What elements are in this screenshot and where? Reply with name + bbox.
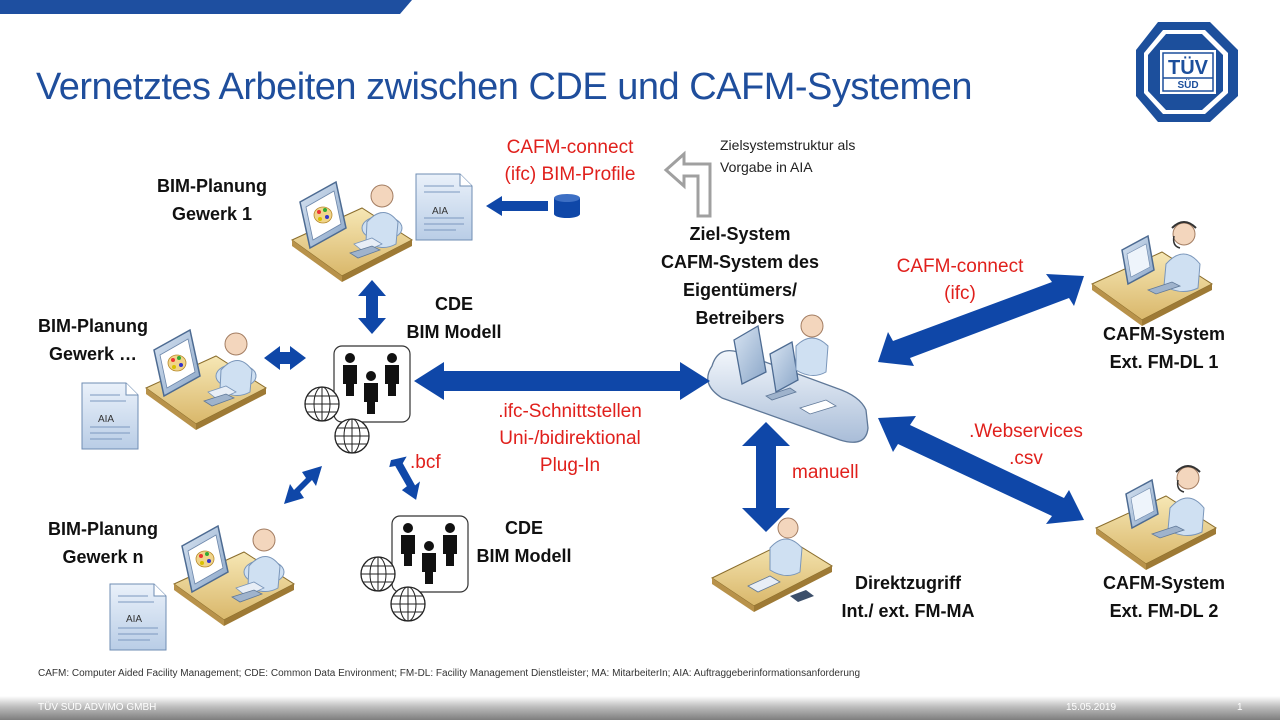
cafm-bim-line1: CAFM-connect [506,137,634,158]
label-cafm-connect-ifc: CAFM-connect (ifc) [880,253,1040,307]
label-zielsystem-note: Zielsystemstruktur als Vorgabe in AIA [720,134,855,178]
cafm-bim-line2: (ifc) BIM-Profile [504,164,636,185]
webservices-line1: .Webservices [969,421,1083,442]
arrow-to-document [486,196,548,216]
operator-fm-dl-1 [1091,221,1213,327]
bim1-line1: BIM-Planung [157,176,267,196]
label-ifc-interfaces: .ifc-Schnittstellen Uni-/bidirektional P… [480,398,660,479]
label-cafm-fm-dl-1: CAFM-System Ext. FM-DL 1 [1084,320,1244,376]
aia-label-1: AIA [432,206,448,217]
webservices-line2: .csv [1009,448,1043,469]
label-webservices: .Webservices .csv [956,418,1096,472]
arrow-bim2-cde [264,346,306,370]
arrow-bim1-cde [358,280,386,334]
globe-icon-4 [390,586,426,622]
cafm-ifc-line1: CAFM-connect [896,256,1024,277]
bimn-line2: Gewerk n [62,547,144,567]
bim1-line2: Gewerk 1 [171,204,253,224]
cde-icon-2 [391,515,469,593]
cafm-ifc-line2: (ifc) [944,283,976,304]
direktzugriff-desk [710,517,834,612]
workstation-gewerk-n [173,525,295,627]
ziel-line4: Betreibers [695,308,785,328]
arrow-webservices [878,416,1084,524]
cde1-line2: BIM Modell [406,322,502,342]
label-ziel-system: Ziel-System CAFM-System des Eigentümers/… [640,220,840,332]
tuv-logo: TÜV SÜD [1136,22,1238,122]
logo-line1: TÜV [1168,56,1209,79]
label-cafm-fm-dl-2: CAFM-System Ext. FM-DL 2 [1084,569,1244,625]
label-direktzugriff: Direktzugriff Int./ ext. FM-MA [828,569,988,625]
globe-icon-3 [360,556,396,592]
footer-date: 15.05.2019 [1066,702,1117,713]
footer-bar: TÜV SÜD ADVIMO GMBH 15.05.2019 1 [0,696,1280,720]
fm2-line2: Ext. FM-DL 2 [1109,601,1219,621]
zielsystem-line2: Vorgabe in AIA [720,159,813,175]
label-bim-gewerk-1: BIM-Planung Gewerk 1 [142,172,282,228]
aia-label-3: AIA [126,614,142,625]
blue-arrows [264,274,1084,532]
direkt-line1: Direktzugriff [854,573,961,593]
ziel-line2: CAFM-System des [660,252,820,272]
fm2-line1: CAFM-System [1102,573,1226,593]
abbreviations-footnote: CAFM: Computer Aided Facility Management… [38,668,861,679]
label-cde-2: CDE BIM Modell [464,514,584,570]
aia-label-2: AIA [98,414,114,425]
footer-company: TÜV SÜD ADVIMO GMBH [38,702,157,713]
globe-icon-2 [334,418,370,454]
zielsystem-line1: Zielsystemstruktur als [720,137,856,153]
arrow-ifc-interfaces [414,362,710,400]
logo-line2: SÜD [1177,78,1198,91]
operator-fm-dl-2 [1095,465,1217,571]
header-banner [0,0,412,14]
database-icon [554,194,580,218]
ziel-system-console [707,314,869,443]
label-manuell: manuell [792,462,859,483]
page-title: Vernetztes Arbeiten zwischen CDE und CAF… [36,66,972,108]
workstation-gewerk-1 [291,181,413,283]
label-bim-gewerk-dots: BIM-Planung Gewerk … [20,312,166,368]
ifc-line3: Plug-In [539,455,601,476]
footer-page-number: 1 [1237,702,1243,713]
fm1-line1: CAFM-System [1102,324,1226,344]
cde2-line1: CDE [504,518,543,538]
globe-icon-1 [304,386,340,422]
label-cafm-connect-bim: CAFM-connect (ifc) BIM-Profile [490,134,650,188]
bim2-line1: BIM-Planung [38,316,148,336]
bim2-line2: Gewerk … [48,344,138,364]
label-cde-1: CDE BIM Modell [394,290,514,346]
ifc-line2: Uni-/bidirektional [499,428,641,449]
cde2-line2: BIM Modell [476,546,572,566]
bimn-line1: BIM-Planung [48,519,158,539]
ziel-line3: Eigentümers/ [682,280,798,300]
gray-arrow [663,150,712,218]
arrow-bimn-cde [284,466,322,504]
label-bcf: .bcf [410,452,441,473]
direkt-line2: Int./ ext. FM-MA [841,601,975,621]
fm1-line2: Ext. FM-DL 1 [1109,352,1219,372]
ifc-line1: .ifc-Schnittstellen [498,401,642,422]
ziel-line1: Ziel-System [689,224,791,244]
arrow-bcf [389,456,421,500]
label-bim-gewerk-n: BIM-Planung Gewerk n [30,515,176,571]
arrow-cafm-connect [878,274,1084,366]
arrow-manuell [742,422,790,532]
cde1-line1: CDE [434,294,473,314]
cde-icon-1 [333,345,411,423]
